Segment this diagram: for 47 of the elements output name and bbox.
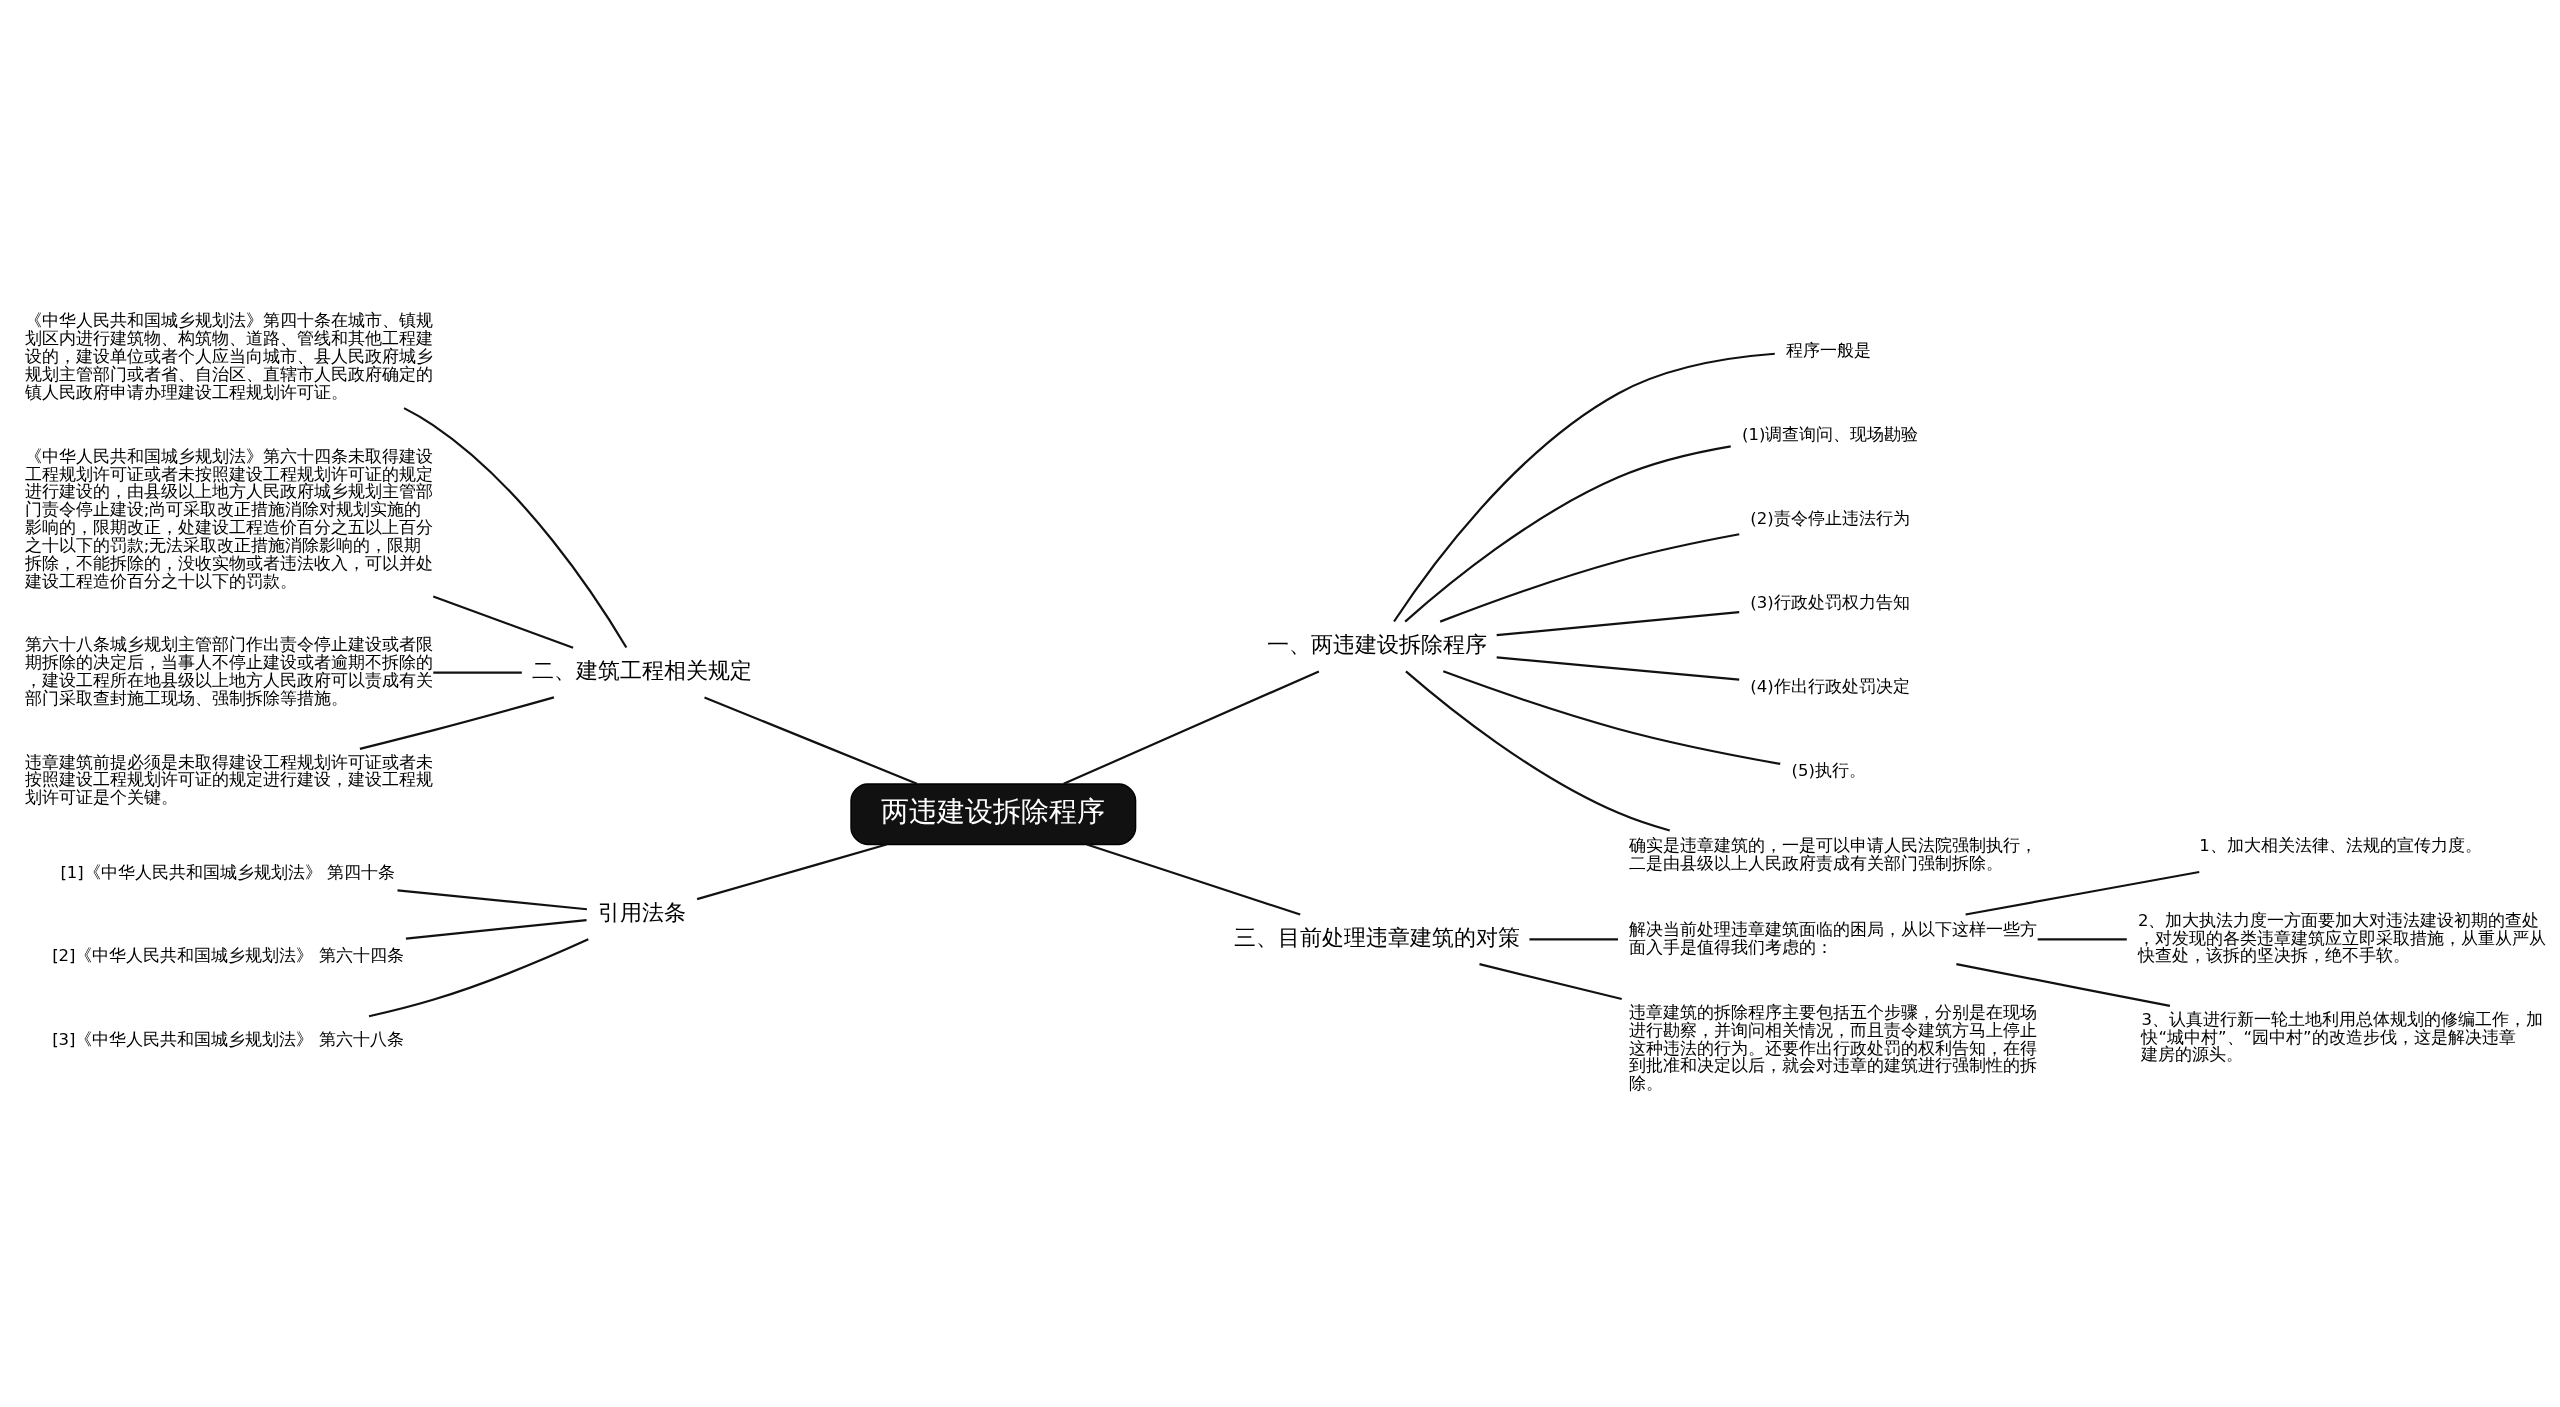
connector xyxy=(704,696,918,785)
connector xyxy=(1956,963,2171,1008)
node-text: (1)调查询问、现场勘验 xyxy=(1742,425,1919,445)
connector xyxy=(403,407,628,649)
node-box: 两违建设拆除程序 xyxy=(850,783,1137,846)
connector xyxy=(1965,870,2200,916)
node-text: 引用法条 xyxy=(598,899,686,925)
node-text: 一、两违建设拆除程序 xyxy=(1266,631,1487,657)
connector xyxy=(1442,670,1781,765)
connector xyxy=(1496,656,1740,681)
connector xyxy=(1405,670,1671,832)
connector xyxy=(359,696,555,750)
node-text: 二、建筑工程相关规定 xyxy=(532,657,752,683)
connector xyxy=(368,938,589,1018)
node-text: 违章建筑前提必须是未取得建设工程规划许可证或者未按照建设工程规划许可证的规定进行建设，建设工程规划许可证是个关键。 xyxy=(24,752,433,808)
node-text: [2]《中华人民共和国城乡规划法》 第六十四条 xyxy=(52,946,404,966)
connector xyxy=(1063,670,1320,785)
node-text: 第六十八条城乡规划主管部门作出责令停止建设或者限期拆除的决定后，当事人不停止建设或者逾期不拆除的，建设工程所在地县级以上地方人民政府可以责成有关部门采取查封施工现场、强制拆除等措施。 xyxy=(24,635,433,708)
node-text: (5)执行。 xyxy=(1791,760,1866,780)
node-text: (4)作出行政处罚决定 xyxy=(1750,676,1910,696)
connector xyxy=(433,671,522,674)
connector xyxy=(2037,938,2127,941)
connector xyxy=(1393,352,1775,623)
connector xyxy=(1529,938,1618,941)
node-text: (3)行政处罚权力告知 xyxy=(1750,593,1910,613)
connector xyxy=(432,595,574,649)
connector xyxy=(1439,533,1740,623)
node-text: 1、加大相关法律、法规的宣传力度。 xyxy=(2199,836,2482,856)
connector xyxy=(1404,445,1731,623)
node-text: 解决当前处理违章建筑面临的困局，从以下这样一些方面入手是值得我们考虑的： xyxy=(1629,919,2038,957)
node-text: 3、认真进行新一轮土地利用总体规划的修编工作，加快“城中村”、“园中村”的改造步伐，这是解决违章建房的源头。 xyxy=(2141,1009,2543,1065)
node-text: 程序一般是 xyxy=(1786,341,1871,361)
connector xyxy=(1086,843,1301,916)
connector xyxy=(1479,963,1622,1001)
node-text: 三、目前处理违章建筑的对策 xyxy=(1233,924,1520,950)
node-text: (2)责令停止违法行为 xyxy=(1750,509,1910,529)
node-text: 违章建筑的拆除程序主要包括五个步骤，分别是在现场进行勘察，并询问相关情况，而且责令建筑方马上停止这种违法的行为。还要作出行政处罚的权利告知，在得到批准和决定以后，就会对违章的建筑进行强制性的拆除。 xyxy=(1629,1002,2038,1094)
node-text: 《中华人民共和国城乡规划法》第四十条在城市、镇规划区内进行建筑物、构筑物、道路、管线和其他工程建设的，建设单位或者个人应当向城市、县人民政府城乡规划主管部门或者省、自治区、直辖市人民政府确定的镇人民政府申请办理建设工程规划许可证。 xyxy=(24,311,433,402)
node-text: [3]《中华人民共和国城乡规划法》 第六十八条 xyxy=(52,1030,404,1050)
node-text: 《中华人民共和国城乡规划法》第六十四条未取得建设工程规划许可证或者未按照建设工程规划许可证的规定进行建设的，由县级以上地方人民政府城乡规划主管部门责令停止建设;尚可采取改正措施消除对规划实施的影响的，限期改正，处建设工程造价百分之五以上百分之十以下的罚款;无法采取改正措施消除影响的，限期拆除，不能拆除的，没收实物或者违法收入，可以并处建设工程造价百分之十以下的罚款。 xyxy=(24,446,433,591)
node-text: 2、加大执法力度一方面要加大对违法建设初期的查处，对发现的各类违章建筑应立即采取措施，从重从严从快查处，该拆的坚决拆，绝不手软。 xyxy=(2138,910,2546,966)
node-text: 确实是违章建筑的，一是可以申请人民法院强制执行，二是由县级以上人民政府责成有关部门强制拆除。 xyxy=(1629,835,2038,873)
connector xyxy=(405,919,587,940)
connector xyxy=(397,889,587,911)
connector xyxy=(696,843,887,901)
node-text: [1]《中华人民共和国城乡规划法》 第四十条 xyxy=(60,862,395,882)
connector xyxy=(1496,611,1740,637)
